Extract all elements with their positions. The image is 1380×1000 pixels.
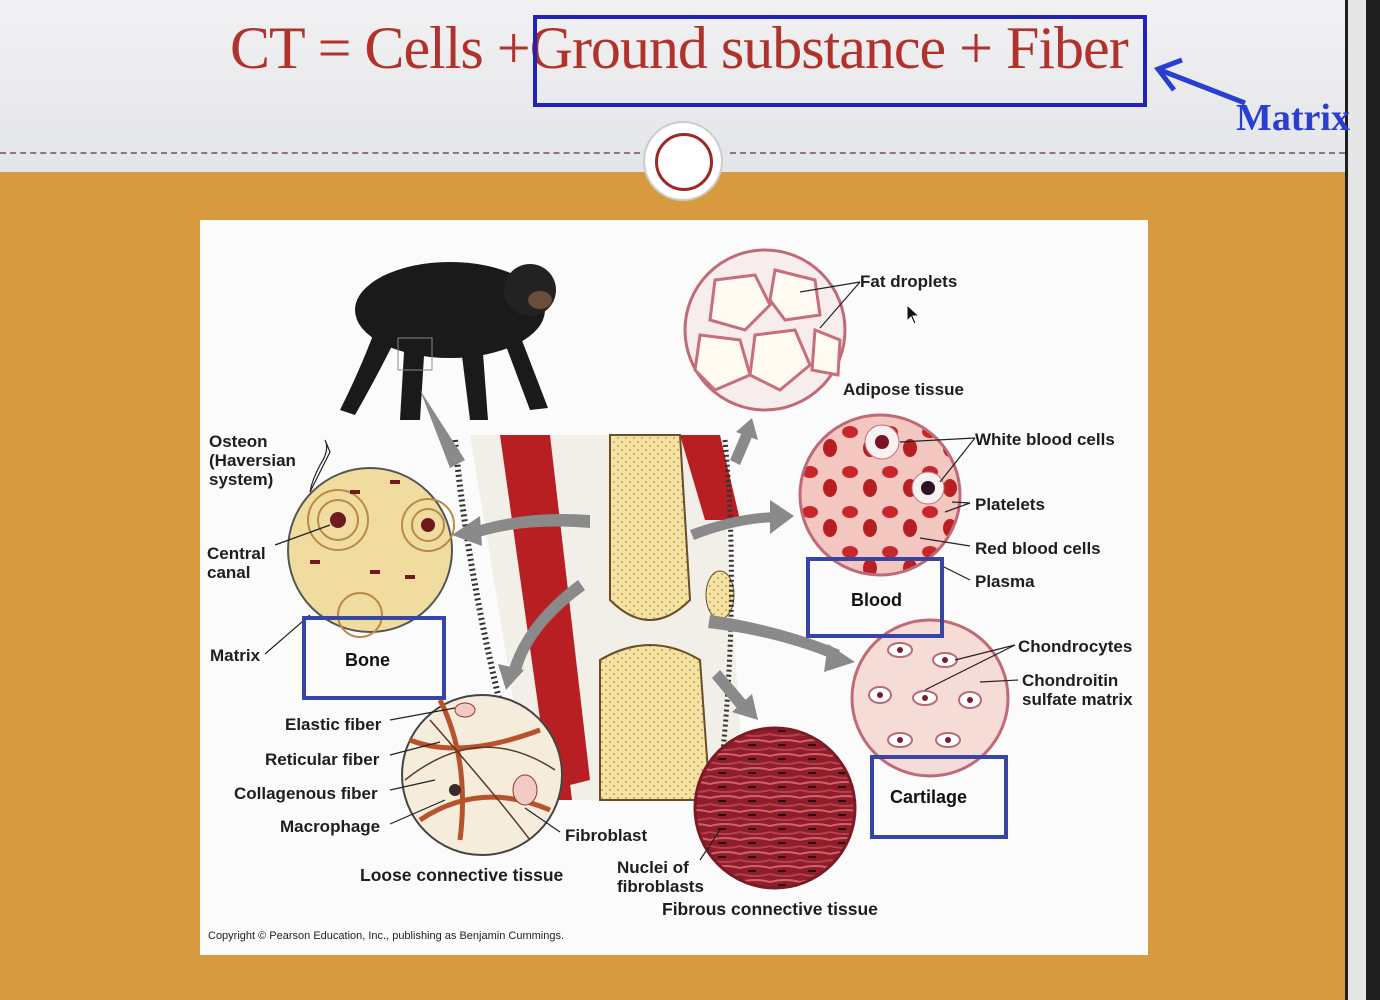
matrix-highlight-box bbox=[533, 15, 1147, 107]
label-chondroitin-line-1: Chondroitin bbox=[1022, 671, 1119, 690]
label-osteon-line-1: Osteon bbox=[209, 432, 268, 451]
bone-circle bbox=[287, 467, 455, 638]
arrows bbox=[420, 390, 855, 720]
connective-tissue-illustration bbox=[264, 248, 1019, 890]
label-reticular-fiber: Reticular fiber bbox=[265, 750, 380, 769]
label-loose-connective-tissue: Loose connective tissue bbox=[360, 865, 564, 885]
label-chondroitin-line-2: sulfate matrix bbox=[1022, 690, 1133, 709]
fibrous-circle bbox=[693, 726, 857, 890]
leader-lines bbox=[264, 281, 1019, 861]
label-red-blood-cells: Red blood cells bbox=[975, 539, 1101, 558]
label-plasma: Plasma bbox=[975, 572, 1035, 591]
label-nuclei-line-2: fibroblasts bbox=[617, 877, 704, 896]
blood-circle bbox=[798, 413, 962, 577]
divider-left bbox=[0, 152, 640, 154]
cartilage-box bbox=[870, 755, 1008, 839]
label-matrix: Matrix bbox=[210, 646, 261, 665]
matrix-arrow-icon bbox=[1153, 57, 1246, 106]
label-chondrocytes: Chondrocytes bbox=[1018, 637, 1133, 656]
slide-title: CT = Cells + Ground substance + Fiber bbox=[230, 14, 1129, 83]
label-elastic-fiber: Elastic fiber bbox=[285, 715, 382, 734]
matrix-annotation: Matrix bbox=[1236, 97, 1350, 139]
bone-box bbox=[302, 616, 446, 700]
ornament-ring-icon bbox=[645, 123, 721, 199]
label-adipose-tissue: Adipose tissue bbox=[843, 380, 964, 399]
label-fibrous-connective-tissue: Fibrous connective tissue bbox=[662, 899, 878, 919]
label-nuclei-line-1: Nuclei of bbox=[617, 858, 689, 877]
cartilage-circle bbox=[850, 618, 1010, 778]
title-part-2: Ground substance + Fiber bbox=[529, 15, 1129, 81]
mouse-cursor-icon bbox=[906, 303, 921, 325]
label-osteon-line-3: system) bbox=[209, 470, 274, 489]
label-macrophage: Macrophage bbox=[280, 817, 381, 836]
label-central-line-2: canal bbox=[207, 563, 251, 582]
label-fibroblast: Fibroblast bbox=[565, 826, 648, 845]
blood-box bbox=[806, 557, 944, 638]
label-central-line-1: Central bbox=[207, 544, 266, 563]
title-part-1: CT = Cells + bbox=[230, 15, 531, 81]
divider-right bbox=[730, 152, 1345, 154]
label-osteon-line-2: (Haversian bbox=[209, 451, 296, 470]
label-collagenous-fiber: Collagenous fiber bbox=[234, 784, 378, 803]
screen-bezel bbox=[1348, 0, 1366, 1000]
copyright-notice: Copyright © Pearson Education, Inc., pub… bbox=[208, 930, 565, 942]
chimpanzee-figure bbox=[340, 262, 556, 420]
label-bone: Bone bbox=[345, 650, 390, 670]
label-white-blood-cells: White blood cells bbox=[975, 430, 1115, 449]
label-cartilage: Cartilage bbox=[890, 787, 968, 807]
loose-ct-circle bbox=[401, 694, 563, 856]
label-platelets: Platelets bbox=[975, 495, 1045, 514]
label-blood: Blood bbox=[851, 590, 902, 610]
label-fat-droplets: Fat droplets bbox=[860, 272, 958, 291]
adipose-circle bbox=[683, 248, 847, 412]
